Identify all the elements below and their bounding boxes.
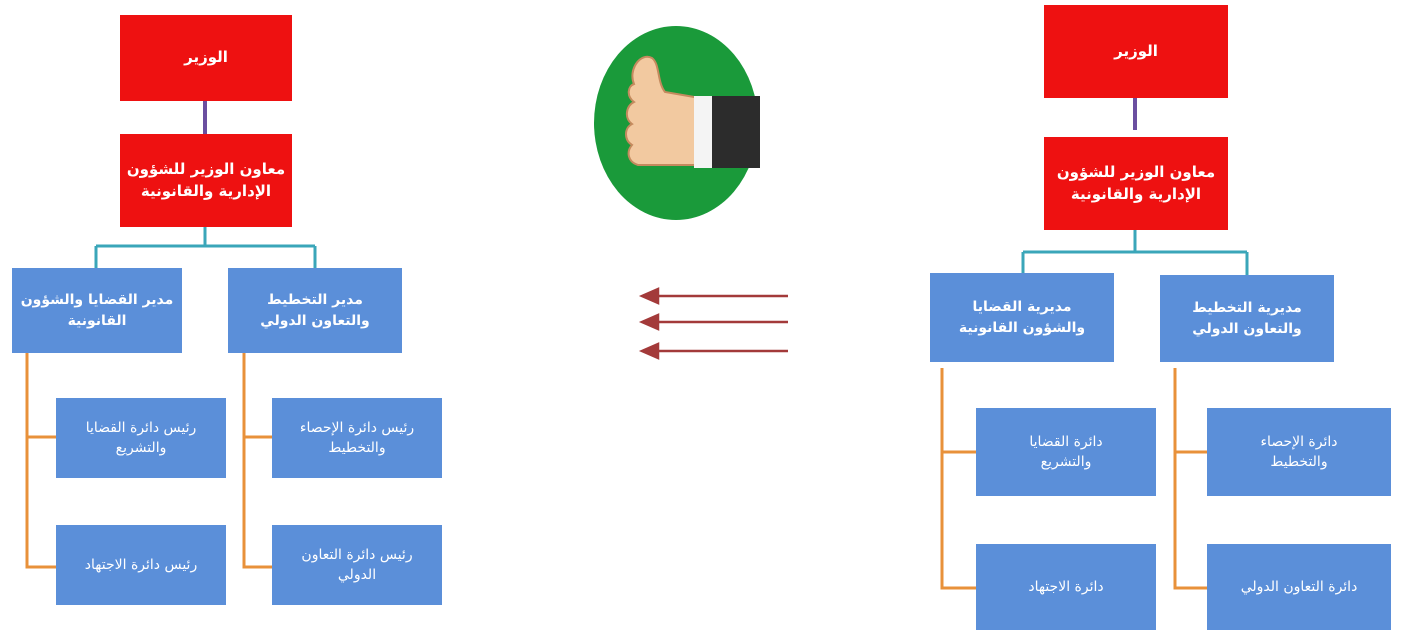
right-unit-cases-label: دائرة القضايا والتشريع (1029, 433, 1103, 470)
right-minister-box: الوزير (1044, 5, 1228, 98)
right-unit-ijtihad-label: دائرة الاجتهاد (1028, 578, 1104, 595)
left-minister-label: الوزير (184, 48, 228, 67)
left-branch-planning-box: مدير التخطيط والتعاون الدولي (228, 268, 402, 353)
left-branch-planning-label: مدير التخطيط والتعاون الدولي (260, 292, 370, 329)
left-arrows-icon (638, 287, 788, 360)
left-unit-ijtihad-box: رئيس دائرة الاجتهاد (56, 525, 226, 605)
right-sub-connector-a (940, 368, 976, 590)
right-branch-legal-box: مديرية القضايا والشؤون القانونية (930, 273, 1114, 362)
left-sub-connector-b (242, 353, 272, 569)
left-assistant-label: معاون الوزير للشؤون الإدارية والقانونية (126, 159, 286, 200)
left-minister-box: الوزير (120, 15, 292, 101)
left-unit-cases-box: رئيس دائرة القضايا والتشريع (56, 398, 226, 478)
right-branch-planning-box: مديرية التخطيط والتعاون الدولي (1160, 275, 1334, 362)
right-unit-ijtihad-box: دائرة الاجتهاد (976, 544, 1156, 630)
left-branch-legal-label: مدير القضايا والشؤون القانونية (20, 292, 174, 329)
left-branch-legal-box: مدير القضايا والشؤون القانونية (12, 268, 182, 353)
left-sub-connector-a (25, 353, 56, 569)
right-unit-cooperation-box: دائرة التعاون الدولي (1207, 544, 1391, 630)
right-assistant-label: معاون الوزير للشؤون الإدارية والقانونية (1056, 162, 1216, 203)
left-unit-statistics-label: رئيس دائرة الإحصاء والتخطيط (299, 419, 415, 456)
left-unit-cooperation-label: رئيس دائرة التعاون الدولي (301, 546, 413, 583)
left-unit-ijtihad-label: رئيس دائرة الاجتهاد (84, 556, 198, 573)
right-assistant-box: معاون الوزير للشؤون الإدارية والقانونية (1044, 137, 1228, 230)
left-unit-cases-label: رئيس دائرة القضايا والتشريع (85, 419, 197, 456)
left-unit-statistics-box: رئيس دائرة الإحصاء والتخطيط (272, 398, 442, 478)
right-unit-cooperation-label: دائرة التعاون الدولي (1240, 578, 1358, 595)
right-branch-legal-label: مديرية القضايا والشؤون القانونية (958, 299, 1086, 336)
left-assistant-box: معاون الوزير للشؤون الإدارية والقانونية (120, 134, 292, 227)
right-branch-planning-label: مديرية التخطيط والتعاون الدولي (1192, 300, 1302, 337)
left-unit-cooperation-box: رئيس دائرة التعاون الدولي (272, 525, 442, 605)
right-unit-cases-box: دائرة القضايا والتشريع (976, 408, 1156, 496)
thumbs-up-icon (594, 26, 760, 220)
right-minister-label: الوزير (1114, 41, 1158, 60)
right-unit-statistics-box: دائرة الإحصاء والتخطيط (1207, 408, 1391, 496)
right-sub-connector-b (1173, 368, 1207, 590)
right-unit-statistics-label: دائرة الإحصاء والتخطيط (1260, 433, 1338, 470)
